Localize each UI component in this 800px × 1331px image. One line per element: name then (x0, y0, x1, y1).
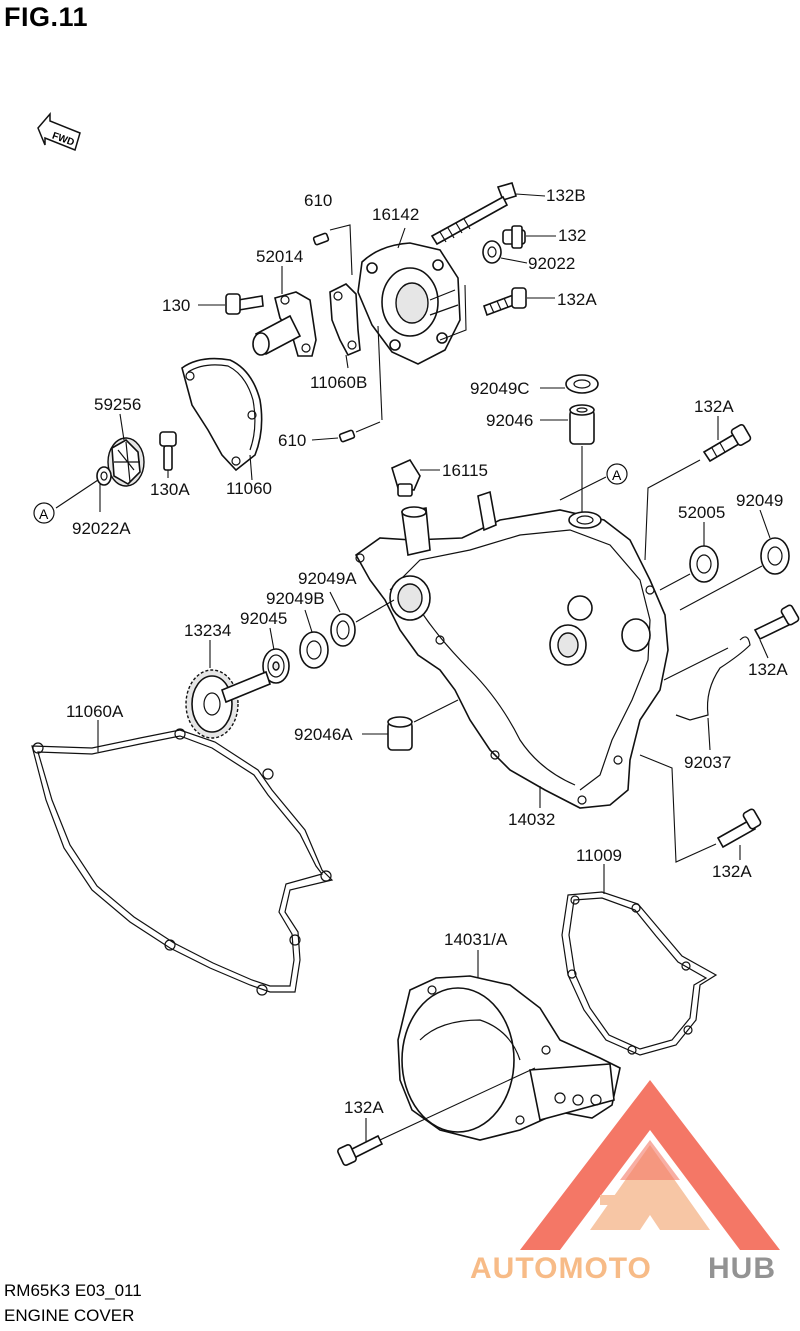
part-label-130: 130 (162, 296, 190, 315)
part-label-11060a: 11060A (66, 702, 124, 721)
part-label-11060b: 11060B (310, 373, 367, 392)
part-label-132b: 132B (546, 186, 586, 205)
part-label-11009: 11009 (576, 846, 622, 865)
part-label-132a: 132A (557, 290, 597, 309)
part-label-16142: 16142 (372, 205, 419, 224)
pump-gear-shape (185, 669, 271, 739)
part-label-92049b: 92049B (266, 589, 325, 608)
reference-mark-a-left (33, 502, 55, 524)
part-label-11060: 11060 (226, 479, 272, 498)
diagram-code: RM65K3 E03_011 (4, 1281, 142, 1300)
part-label-130a: 130A (150, 480, 190, 499)
water-pipe-shape (252, 291, 317, 357)
part-label-132a: 132A (694, 397, 734, 416)
section-title: ENGINE COVER (4, 1306, 135, 1325)
logo-text-right: HUB (708, 1252, 776, 1285)
reference-mark-a-left-label: A (39, 506, 49, 522)
part-label-132a: 132A (712, 862, 752, 881)
part-label-132: 132 (558, 226, 586, 245)
forward-direction-icon: FWD (37, 111, 81, 152)
figure-title: FIG.11 (4, 2, 89, 32)
reference-mark-a-right-label: A (612, 467, 622, 483)
reference-mark-a-right (606, 463, 628, 485)
part-label-610: 610 (278, 431, 306, 450)
part-label-132a: 132A (344, 1098, 384, 1117)
impeller-shape (107, 437, 145, 487)
part-label-92049c: 92049C (470, 379, 530, 398)
logo-text-left: AUTOMOTO (470, 1252, 652, 1285)
part-label-16115: 16115 (442, 461, 488, 480)
part-label-52014: 52014 (256, 247, 303, 266)
clutch-cover-shape (354, 490, 669, 809)
part-label-52005: 52005 (678, 503, 725, 522)
part-label-59256: 59256 (94, 395, 141, 414)
part-label-92037: 92037 (684, 753, 731, 772)
part-label-92049a: 92049A (298, 569, 357, 588)
part-label-92046: 92046 (486, 411, 533, 430)
part-label-132a: 132A (748, 660, 788, 679)
part-label-14032: 14032 (508, 810, 555, 829)
part-label-610: 610 (304, 191, 332, 210)
magneto-cover-shape (397, 975, 621, 1141)
bolt-132b-shape (430, 182, 517, 246)
water-pump-cover-shape (357, 242, 461, 365)
automotohub-logo: AUTOMOTO HUB (470, 1080, 780, 1285)
part-label-92022a: 92022A (72, 519, 131, 538)
part-label-92045: 92045 (240, 609, 287, 628)
part-label-92046a: 92046A (294, 725, 353, 744)
part-label-13234: 13234 (184, 621, 231, 640)
part-label-92022: 92022 (528, 254, 575, 273)
part-label-92049: 92049 (736, 491, 783, 510)
part-label-14031-a: 14031/A (444, 930, 508, 949)
